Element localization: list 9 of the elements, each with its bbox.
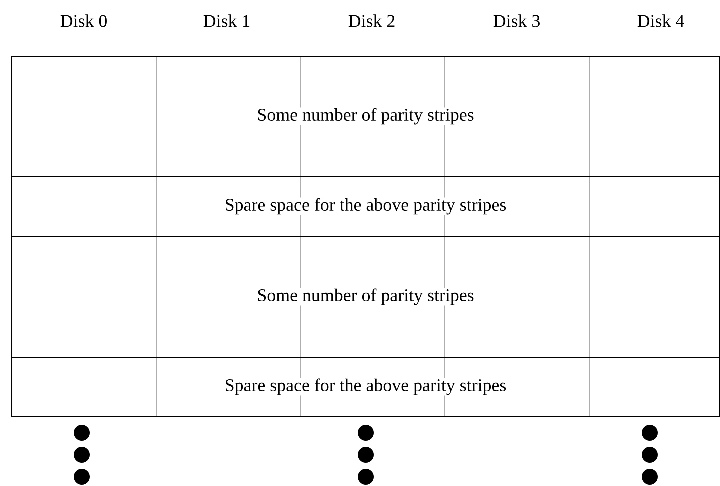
stripe-band: Spare space for the above parity stripes bbox=[12, 357, 720, 417]
stripe-band: Some number of parity stripes bbox=[12, 236, 720, 358]
column-header: Disk 3 bbox=[494, 14, 540, 28]
column-header: Disk 4 bbox=[638, 14, 684, 28]
stripe-band: Some number of parity stripes bbox=[12, 56, 720, 177]
column-header: Disk 2 bbox=[348, 14, 395, 28]
stripe-band: Spare space for the above parity stripes bbox=[12, 176, 720, 237]
column-header: Disk 0 bbox=[60, 14, 107, 28]
column-header: Disk 1 bbox=[204, 14, 250, 28]
